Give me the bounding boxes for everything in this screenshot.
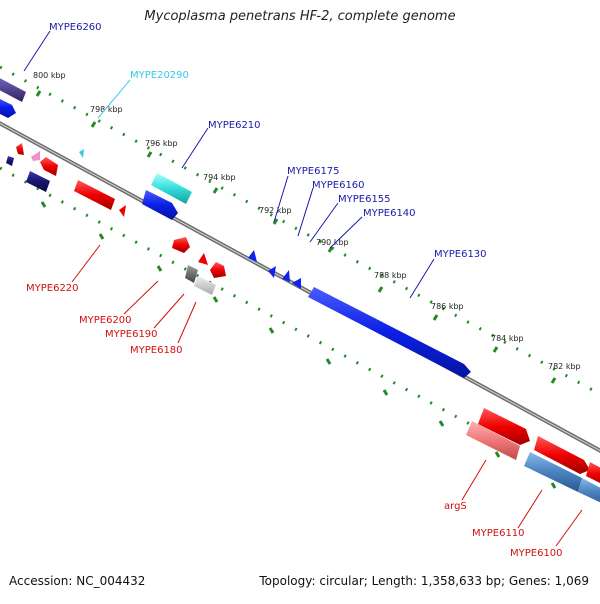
feature-reverse-edge-red[interactable] <box>586 462 600 486</box>
feature-forward-left-edge[interactable] <box>0 97 16 118</box>
axis-label-794kbp: 794 kbp <box>203 173 236 182</box>
outer-tick-track <box>0 65 600 396</box>
feature-mype6100[interactable] <box>578 478 600 506</box>
feature-mype6260[interactable] <box>0 75 26 102</box>
label-mype6210[interactable]: MYPE6210 <box>208 120 261 131</box>
label-mype6140[interactable]: MYPE6140 <box>363 208 416 219</box>
label-mype20290[interactable]: MYPE20290 <box>130 70 189 81</box>
label-mype6130[interactable]: MYPE6130 <box>434 249 487 260</box>
feature-mype6210[interactable] <box>151 173 192 204</box>
feature-mype6140[interactable] <box>292 278 301 289</box>
feature-forward-196[interactable] <box>142 190 178 220</box>
genome-summary-text: Topology: circular; Length: 1,358,633 bp… <box>259 574 589 588</box>
feature-mype6190[interactable] <box>185 265 198 283</box>
label-mype6175[interactable]: MYPE6175 <box>287 166 340 177</box>
axis-label-796kbp: 796 kbp <box>145 139 178 148</box>
feature-mype6180[interactable] <box>194 276 216 295</box>
feature-reverse-left-5[interactable] <box>26 171 50 192</box>
forward-label-leaders <box>23 30 435 299</box>
label-mype6100[interactable]: MYPE6100 <box>510 548 563 559</box>
axis-label-788kbp: 788 kbp <box>374 271 407 280</box>
feature-mype6155[interactable] <box>282 270 290 282</box>
reverse-label-leaders <box>71 244 583 547</box>
feature-reverse-far-red[interactable] <box>534 436 590 474</box>
feature-mype6200[interactable] <box>172 237 190 253</box>
feature-mype6220[interactable] <box>74 180 126 217</box>
label-mype6190[interactable]: MYPE6190 <box>105 329 158 340</box>
label-mype6200[interactable]: MYPE6200 <box>79 315 132 326</box>
major-ticks <box>35 90 557 489</box>
feature-reverse-left-1[interactable] <box>6 156 14 166</box>
feature-mype20290[interactable] <box>79 149 84 158</box>
label-args[interactable]: argS <box>444 501 467 512</box>
label-mype6110[interactable]: MYPE6110 <box>472 528 525 539</box>
forward-strand-features <box>0 75 471 378</box>
label-mype6180[interactable]: MYPE6180 <box>130 345 183 356</box>
axis-label-784kbp: 784 kbp <box>491 334 524 343</box>
feature-mype6130[interactable] <box>308 287 471 378</box>
feature-reverse-right-red[interactable] <box>478 408 530 445</box>
inner-tick-track <box>0 166 600 497</box>
feature-mype6160[interactable] <box>268 266 276 278</box>
feature-reverse-left-2[interactable] <box>16 143 24 155</box>
axis-label-782kbp: 782 kbp <box>548 362 581 371</box>
feature-reverse-left-3[interactable] <box>31 151 40 161</box>
axis-label-798kbp: 798 kbp <box>90 105 123 114</box>
feature-mype6175[interactable] <box>248 250 257 262</box>
label-mype6155[interactable]: MYPE6155 <box>338 194 391 205</box>
feature-args[interactable] <box>466 421 520 460</box>
label-mype6160[interactable]: MYPE6160 <box>312 180 365 191</box>
label-mype6220[interactable]: MYPE6220 <box>26 283 79 294</box>
feature-reverse-left-4[interactable] <box>40 157 58 176</box>
feature-mype6110[interactable] <box>524 452 582 492</box>
feature-reverse-212[interactable] <box>210 262 226 278</box>
axis-label-792kbp: 792 kbp <box>259 206 292 215</box>
reverse-strand-features <box>6 143 600 506</box>
feature-reverse-200[interactable] <box>198 253 208 265</box>
label-mype6260[interactable]: MYPE6260 <box>49 22 102 33</box>
axis-label-800kbp: 800 kbp <box>33 71 66 80</box>
map-title: Mycoplasma penetrans HF-2, complete geno… <box>144 9 456 24</box>
accession-text: Accession: NC_004432 <box>9 574 146 588</box>
axis-label-786kbp: 786 kbp <box>431 302 464 311</box>
axis-label-790kbp: 790 kbp <box>316 238 349 247</box>
